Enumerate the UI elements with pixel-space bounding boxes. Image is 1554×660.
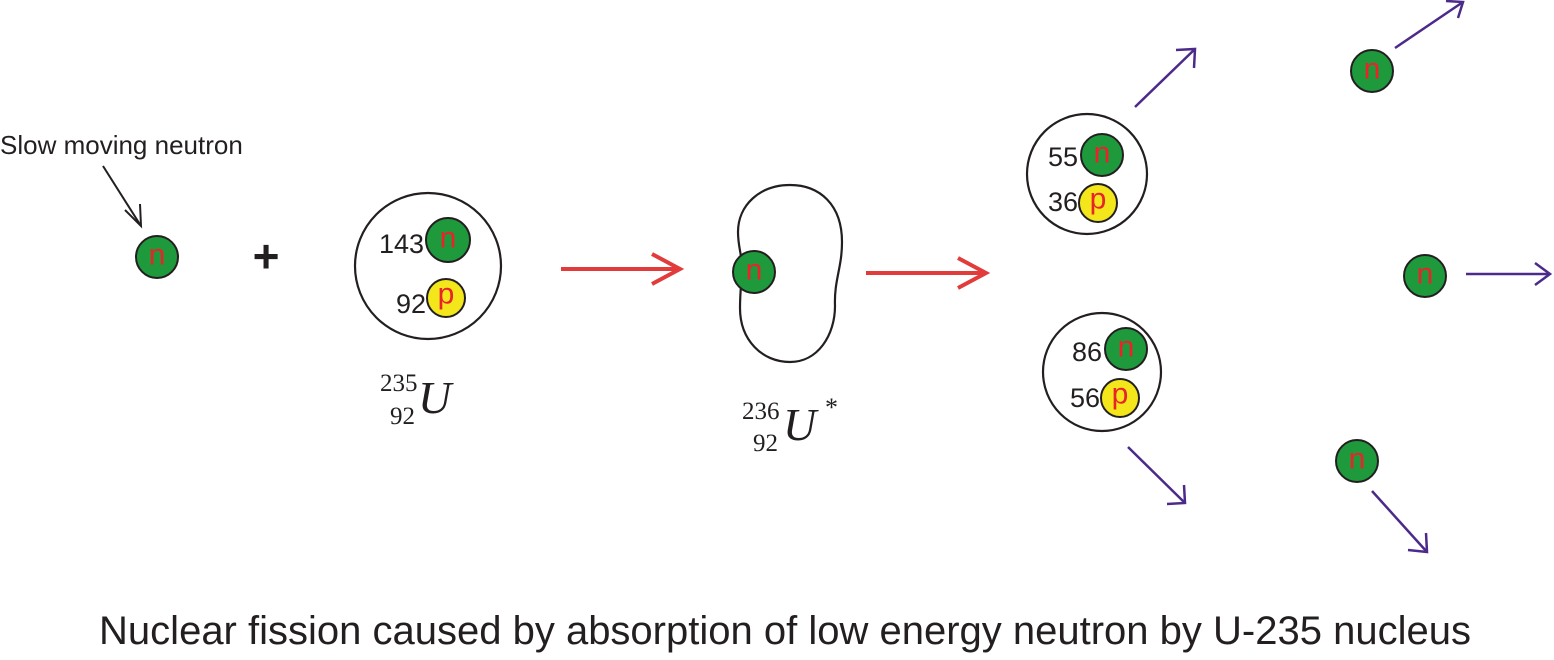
neutron-count: 86 [1072,337,1102,367]
svg-text:*: * [825,393,838,422]
incoming-neutron: n [135,235,179,279]
svg-text:n: n [149,239,166,272]
svg-text:92: 92 [390,403,415,430]
uranium-236-notation: 236 92 U * [742,393,838,457]
released-neutron-2: n [1403,254,1553,298]
uranium-235-nucleus: 143 n 92 p [353,191,503,341]
proton-count: 56 [1070,383,1100,413]
diagram-caption: Nuclear fission caused by absorption of … [99,609,1471,653]
compound-nucleus: n [732,183,844,364]
slow-neutron-label: Slow moving neutron [0,130,243,160]
svg-text:p: p [438,278,455,311]
reaction-arrow-2 [866,256,991,290]
svg-text:n: n [1094,137,1111,170]
svg-text:U: U [418,372,454,423]
svg-text:92: 92 [753,430,778,457]
fragment-2-motion-arrow [1127,446,1187,506]
fission-fragment-1: 55 n 36 p [1025,112,1149,236]
uranium-235-notation: 235 92 U [380,370,454,430]
svg-text:n: n [1118,331,1135,364]
svg-text:p: p [1112,378,1129,411]
proton-count: 92 [396,289,426,319]
svg-text:n: n [1364,53,1381,86]
released-neutron-3: n [1335,439,1429,554]
reaction-arrow-1 [561,252,685,286]
svg-text:p: p [1090,183,1107,216]
svg-text:U: U [783,399,819,450]
fission-fragment-2: 86 n 56 p [1041,311,1163,433]
fragment-1-motion-arrow [1134,47,1197,108]
proton-count: 36 [1048,187,1078,217]
svg-text:236: 236 [742,398,780,425]
svg-text:n: n [440,222,457,255]
svg-text:n: n [1349,443,1366,476]
plus-sign: + [253,230,280,282]
svg-text:n: n [1417,258,1434,291]
svg-text:n: n [746,254,763,287]
slow-neutron-pointer-arrow [102,165,143,229]
neutron-count: 143 [379,229,424,259]
neutron-count: 55 [1048,142,1078,172]
svg-text:235: 235 [380,370,418,397]
released-neutron-1: n [1350,0,1465,93]
